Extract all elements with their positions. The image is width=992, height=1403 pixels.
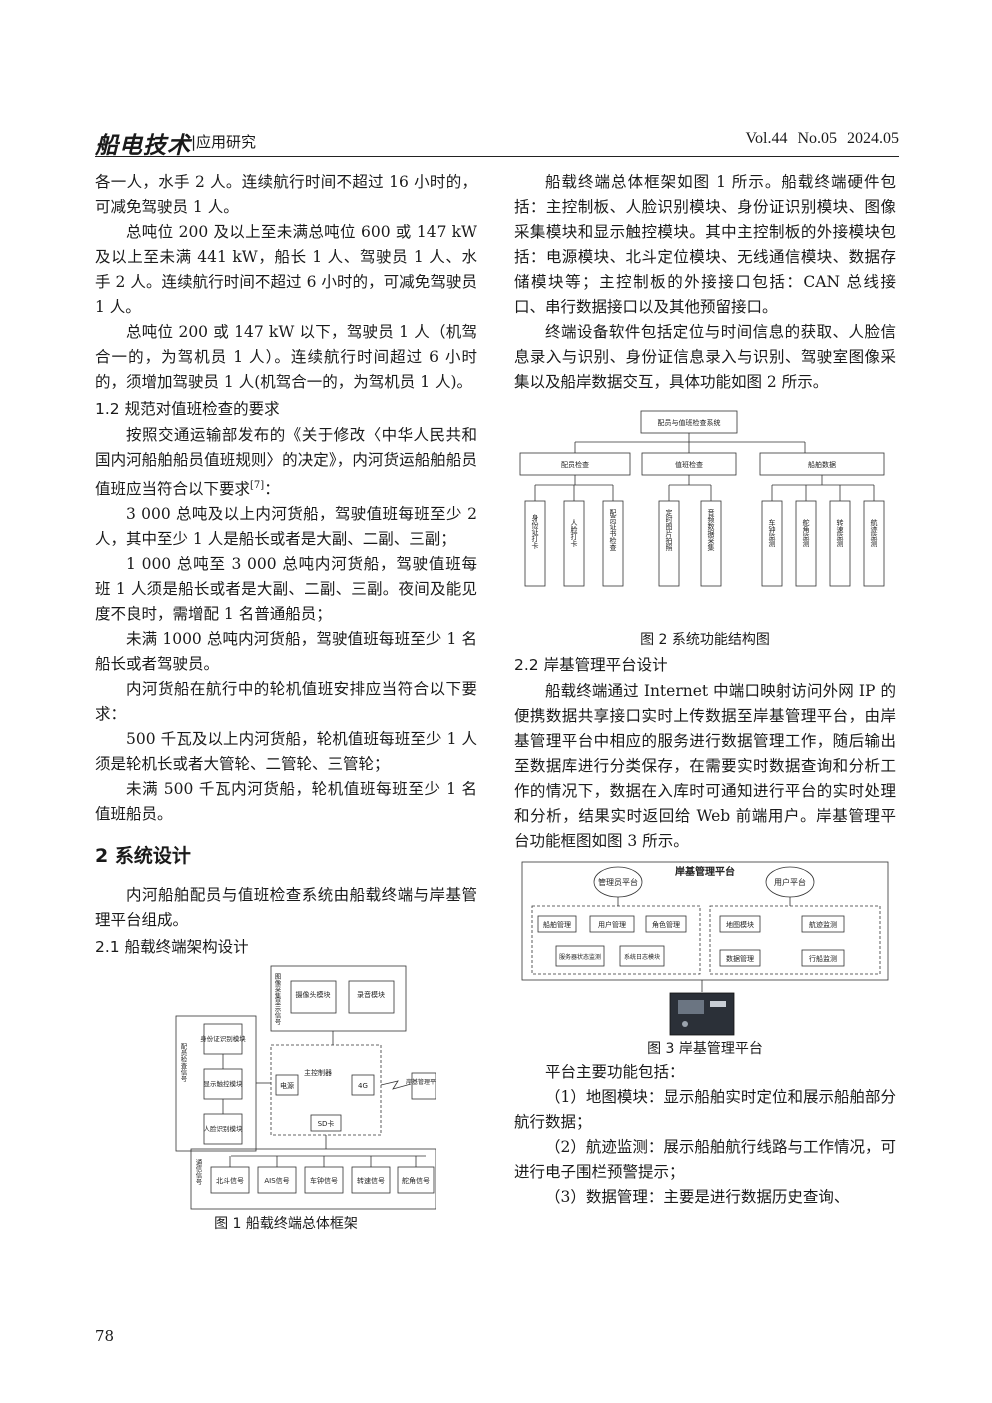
idcard-module: 身份证识别模块 bbox=[200, 1034, 246, 1043]
touch-module: 显示触控模块 bbox=[204, 1079, 244, 1088]
paragraph: 终端设备软件包括定位与时间信息的获取、人脸信息录入与识别、身份证信息录入与识别、… bbox=[514, 323, 896, 391]
paragraph: 内河货船在航行中的轮机值班安排应当符合以下要求： bbox=[95, 680, 477, 724]
fig3-module: 用户管理 bbox=[598, 920, 626, 929]
paragraph: 总吨位 200 及以上至未满总吨位 600 或 147 kW 及以上至未满 44… bbox=[95, 223, 477, 316]
paragraph: 船载终端通过 Internet 中端口映射访问外网 IP 的便携数据共享接口实时… bbox=[514, 682, 896, 850]
fig3-title: 岸基管理平台 bbox=[675, 865, 735, 878]
group-label-top: 图像采集显示信号 bbox=[273, 973, 281, 1027]
citation: [7] bbox=[250, 480, 265, 491]
fig2-branch-crew: 配员检查 bbox=[561, 460, 589, 469]
page-header: 船电技术 |应用研究 Vol.44 No.05 2024.05 bbox=[95, 120, 900, 159]
figure-1: 图像采集显示信号 摄像头模块 录音模块 配员检查信号 身份证识别模块 显示触控模… bbox=[136, 963, 442, 1213]
paragraph: 各一人，水手 2 人。连续航行时间不超过 16 小时的，可减免驾驶员 1 人。 bbox=[95, 173, 477, 216]
paragraph: 按照交通运输部发布的《关于修改〈中华人民共和国内河船舶船员值班规则〉的决定》，内… bbox=[95, 426, 477, 499]
shore-platform: 岸基管理平台 bbox=[406, 1078, 436, 1086]
journal-brand: 船电技术 bbox=[95, 132, 191, 159]
figure-1-caption: 图 1 船载终端总体框架 bbox=[214, 1216, 358, 1233]
paragraph: 3 000 总吨及以上内河货船，驾驶值班每班至少 2 人，其中至少 1 人是船长… bbox=[95, 505, 477, 549]
paragraph: 总吨位 200 或 147 kW 以下，驾驶员 1 人（机驾合一的，为驾机员 1… bbox=[95, 323, 477, 391]
g4-module: 4G bbox=[358, 1082, 368, 1090]
paragraph: 未满 1000 总吨内河货船，驾驶值班每班至少 1 名船长或者驾驶员。 bbox=[95, 630, 477, 674]
fig2-branch-watch: 值班检查 bbox=[675, 460, 703, 469]
fig3-module: 服务器状态监测 bbox=[559, 953, 601, 961]
fig3-admin: 管理员平台 bbox=[598, 877, 638, 887]
section-tag: |应用研究 bbox=[191, 133, 257, 151]
fig2-leaf: 音频数据采集 bbox=[707, 508, 715, 552]
rudder-signal: 舵角信号 bbox=[402, 1176, 430, 1185]
paragraph: （3）数据管理：主要是进行数据历史查询、 bbox=[545, 1188, 850, 1206]
issue-info: Vol.44 No.05 2024.05 bbox=[745, 130, 900, 147]
figure-3: 岸基管理平台 管理员平台 用户平台 船舶管理 用户管理 角色管理 服务器状态监测… bbox=[520, 860, 890, 1038]
fig2-leaves: 身份证打卡 人脸打卡 配员证书检查 定时图片拍照 音频数据采集 车钟监测 舵角监… bbox=[524, 485, 885, 587]
fig2-branch-ship: 船舶数据 bbox=[808, 460, 836, 469]
section-heading-2-2: 2.2 岸基管理平台设计 bbox=[514, 656, 668, 674]
camera-module: 摄像头模块 bbox=[296, 990, 331, 999]
paragraph: （2）航迹监测：展示船舶航行线路与工作情况，可进行电子围栏预警提示； bbox=[514, 1138, 896, 1181]
fig3-module: 航迹监测 bbox=[809, 920, 837, 929]
fig2-leaf: 定时图片拍照 bbox=[665, 508, 673, 552]
section-heading-2-1: 2.1 船载终端架构设计 bbox=[95, 938, 249, 957]
ais-signal: AIS信号 bbox=[264, 1176, 289, 1185]
left-column: 各一人，水手 2 人。连续航行时间不超过 16 小时的，可减免驾驶员 1 人。 … bbox=[95, 170, 477, 1235]
fig2-leaf: 航迹监测 bbox=[870, 518, 878, 548]
section-heading-2: 2 系统设计 bbox=[95, 845, 191, 868]
group-label-bottom: 通信信号 bbox=[194, 1158, 202, 1187]
paragraph: 500 千瓦及以上内河货船，轮机值班每班至少 1 人须是轮机长或者大管轮、二管轮… bbox=[95, 730, 477, 774]
paragraph: 未满 500 千瓦内河货船，轮机值班每班至少 1 名值班船员。 bbox=[95, 780, 477, 824]
right-column: 船载终端总体框架如图 1 所示。船载终端硬件包括：主控制板、人脸识别模块、身份证… bbox=[514, 170, 896, 1210]
beidou-signal: 北斗信号 bbox=[216, 1176, 244, 1185]
fig3-module: 地图模块 bbox=[726, 920, 754, 929]
paragraph: 内河船舶配员与值班检查系统由船载终端与岸基管理平台组成。 bbox=[95, 886, 477, 930]
fig3-module: 角色管理 bbox=[652, 920, 680, 929]
fig3-module: 船舶管理 bbox=[543, 920, 571, 929]
section-heading-1-2: 1.2 规范对值班检查的要求 bbox=[95, 400, 280, 418]
fig3-module: 行船监测 bbox=[809, 954, 837, 963]
page-number: 78 bbox=[95, 1327, 115, 1345]
group-label-left: 配员检查信号 bbox=[179, 1043, 187, 1084]
fig2-leaf: 转速监测 bbox=[836, 518, 844, 548]
figure-2-caption: 图 2 系统功能结构图 bbox=[640, 632, 770, 648]
power-module: 电源 bbox=[280, 1081, 294, 1090]
main-controller: 主控制器 bbox=[304, 1068, 332, 1077]
fig3-module: 数据管理 bbox=[726, 954, 754, 963]
fig2-leaf: 配员证书检查 bbox=[609, 509, 617, 551]
sd-card: SD卡 bbox=[318, 1119, 335, 1128]
figure-3-caption: 图 3 岸基管理平台 bbox=[647, 1041, 763, 1057]
terminal-device-icon bbox=[669, 992, 735, 1036]
fig2-root: 配员与值班检查系统 bbox=[658, 418, 721, 427]
fig3-module: 系统日志模块 bbox=[624, 953, 660, 961]
fig2-leaf: 舵角监测 bbox=[802, 518, 810, 548]
recorder-module: 录音模块 bbox=[357, 990, 385, 999]
speed-signal: 转速信号 bbox=[357, 1176, 385, 1185]
paragraph: 平台主要功能包括： bbox=[545, 1063, 685, 1081]
face-module: 人脸识别模块 bbox=[204, 1124, 244, 1133]
fig2-leaf: 车钟监测 bbox=[768, 518, 776, 548]
paragraph: 1 000 总吨至 3 000 总吨内河货船，驾驶值班每班 1 人须是船长或者是… bbox=[95, 555, 477, 624]
fig2-leaf: 身份证打卡 bbox=[531, 513, 539, 550]
paragraph: 船载终端总体框架如图 1 所示。船载终端硬件包括：主控制板、人脸识别模块、身份证… bbox=[514, 173, 896, 316]
paragraph: （1）地图模块：显示船舶实时定位和展示船舶部分航行数据； bbox=[514, 1088, 896, 1131]
telegraph-signal: 车钟信号 bbox=[310, 1176, 338, 1185]
fig2-leaf: 人脸打卡 bbox=[570, 519, 578, 548]
fig3-user: 用户平台 bbox=[774, 877, 806, 887]
figure-2: 配员与值班检查系统 配员检查 值班检查 船舶数据 身份证打卡 bbox=[515, 409, 895, 629]
